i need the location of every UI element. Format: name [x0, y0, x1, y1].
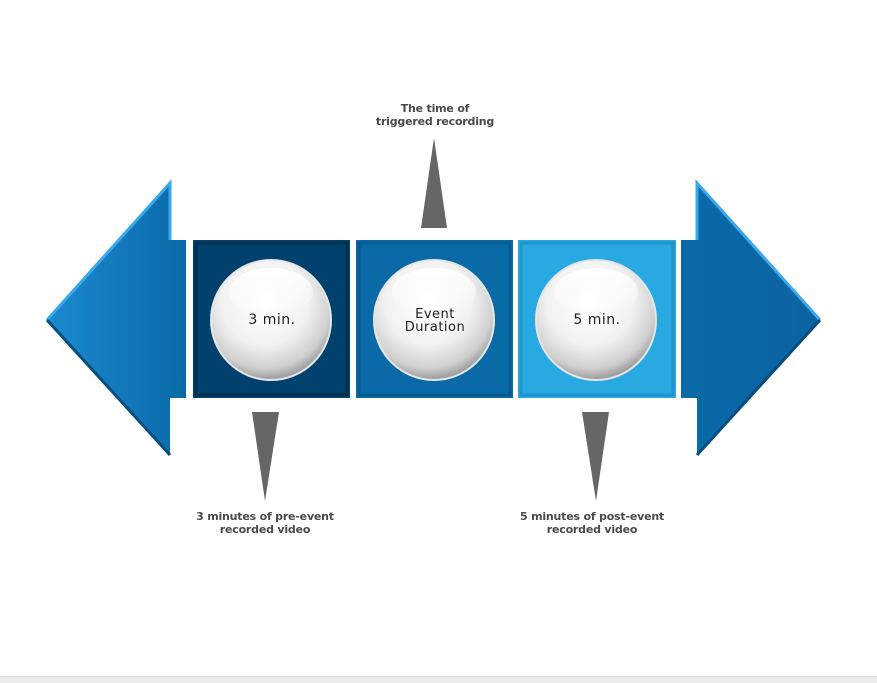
pointer-bottom-left: [252, 412, 279, 501]
bottom-left-caption-line2: recorded video: [219, 523, 311, 536]
orb-label-post-line1: 5 min.: [573, 312, 621, 328]
orb-pre: [210, 259, 332, 381]
right-arrow: [681, 179, 822, 457]
bottom-left-caption-line1: 3 minutes of pre-event: [196, 510, 334, 523]
left-arrow: [45, 179, 186, 457]
orb-label-pre: 3 min.: [212, 312, 332, 328]
top-caption: The time of triggered recording: [350, 102, 520, 128]
bottom-left-caption: 3 minutes of pre-event recorded video: [180, 510, 350, 536]
orb-label-event-line2: Duration: [404, 320, 466, 335]
orb-post: [535, 259, 657, 381]
bottom-right-caption: 5 minutes of post-event recorded video: [507, 510, 677, 536]
pointer-bottom-right: [582, 412, 609, 501]
pointer-top: [421, 138, 447, 228]
orb-label-event-line1: Event: [415, 307, 455, 322]
orb-label-pre-line1: 3 min.: [248, 312, 296, 328]
bottom-divider: [0, 676, 877, 683]
top-caption-line2: triggered recording: [375, 115, 495, 128]
orb-event: [373, 259, 495, 381]
orb-label-post: 5 min.: [537, 312, 657, 328]
orb-label-event: Event Duration: [375, 308, 495, 334]
top-caption-line1: The time of: [400, 102, 470, 115]
bottom-right-caption-line2: recorded video: [546, 523, 638, 536]
bottom-right-caption-line1: 5 minutes of post-event: [519, 510, 665, 523]
